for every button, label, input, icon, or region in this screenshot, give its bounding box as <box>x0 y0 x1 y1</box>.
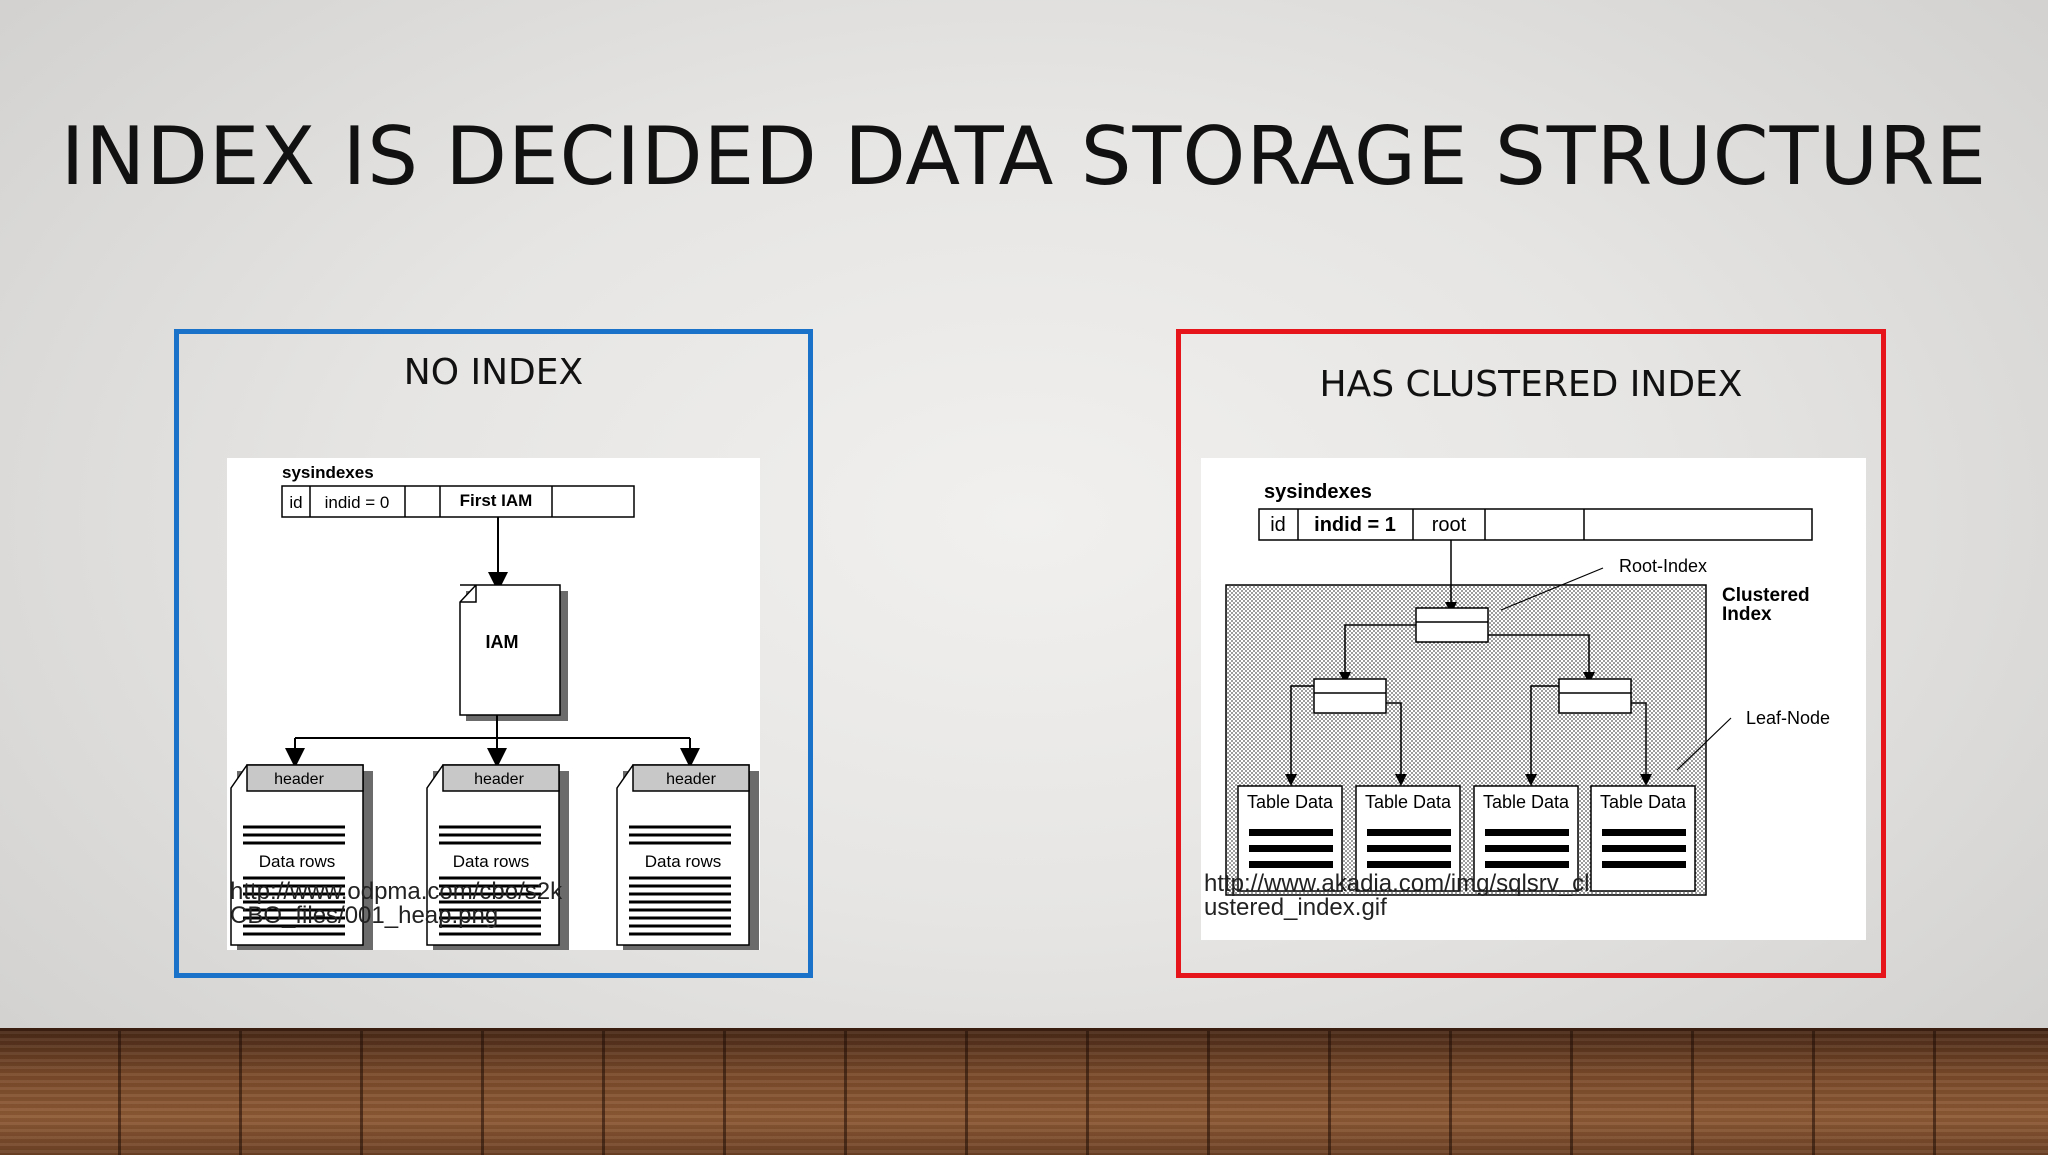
table-data-label: Table Data <box>1600 792 1687 812</box>
data-page-3: header Data rows <box>616 764 759 951</box>
table-data-2: Table Data <box>1355 785 1461 892</box>
cell-root: root <box>1432 514 1467 536</box>
leaf-node-label: Leaf-Node <box>1746 708 1830 728</box>
page-header-label: header <box>274 771 324 788</box>
iam-label: IAM <box>486 632 519 652</box>
source-link-line2: CBO_files/001_heap.png <box>230 902 499 929</box>
data-page-1: header Data rows <box>230 764 373 951</box>
sysindexes-label: sysindexes <box>282 463 374 482</box>
heap-diagram: sysindexes id indid = 0 First IAM IAM <box>227 458 760 951</box>
intermediate-node-left <box>1313 678 1387 714</box>
page-body-label: Data rows <box>645 852 722 871</box>
sysindexes-row: id indid = 0 First IAM <box>281 485 635 518</box>
table-data-label: Table Data <box>1365 792 1452 812</box>
cell-indid: indid = 1 <box>1314 514 1396 536</box>
clustered-index-title: HAS CLUSTERED INDEX <box>1319 364 1743 405</box>
source-link-line2: ustered_index.gif <box>1204 894 1387 921</box>
clustered-index-panel: HAS CLUSTERED INDEX sysindexes i <box>1176 329 1886 978</box>
cell-indid: indid = 0 <box>325 493 390 512</box>
page-header-label: header <box>474 771 524 788</box>
table-data-4: Table Data <box>1590 785 1696 892</box>
table-data-3: Table Data <box>1473 785 1579 892</box>
cell-id: id <box>289 493 302 512</box>
index-label: Index <box>1722 604 1772 625</box>
page-body-label: Data rows <box>259 852 336 871</box>
table-data-1: Table Data <box>1237 785 1343 892</box>
cell-first-iam: First IAM <box>460 491 533 510</box>
page-body-label: Data rows <box>453 852 530 871</box>
wood-floor <box>0 1028 2048 1155</box>
sysindexes-label: sysindexes <box>1264 481 1372 503</box>
cell-id: id <box>1270 514 1286 536</box>
source-link-line1: http://www.akadia.com/img/sqlsrv_cl <box>1204 870 1590 897</box>
clustered-index-diagram: sysindexes id indid = 1 root Root-Index … <box>1201 458 1866 940</box>
clustered-index-svg: sysindexes id indid = 1 root Root-Index … <box>1225 481 1830 896</box>
source-link-line1: http://www.odpma.com/cbo/s2k <box>230 878 563 905</box>
data-page-2: header Data rows <box>426 764 569 951</box>
table-data-label: Table Data <box>1247 792 1334 812</box>
sysindexes-row: id indid = 1 root <box>1258 508 1813 541</box>
iam-page: IAM <box>459 584 568 721</box>
root-index-label: Root-Index <box>1619 556 1707 576</box>
slide-title: INDEX IS DECIDED DATA STORAGE STRUCTURE <box>60 110 1988 203</box>
no-index-title: NO INDEX <box>403 352 584 393</box>
clustered-label: Clustered <box>1722 585 1810 606</box>
no-index-panel: NO INDEX sysindexes id indid = 0 First I… <box>174 329 813 978</box>
heap-diagram-svg: sysindexes id indid = 0 First IAM IAM <box>230 463 759 951</box>
table-data-label: Table Data <box>1483 792 1570 812</box>
root-node <box>1415 607 1489 643</box>
page-header-label: header <box>666 771 716 788</box>
intermediate-node-right <box>1558 678 1632 714</box>
